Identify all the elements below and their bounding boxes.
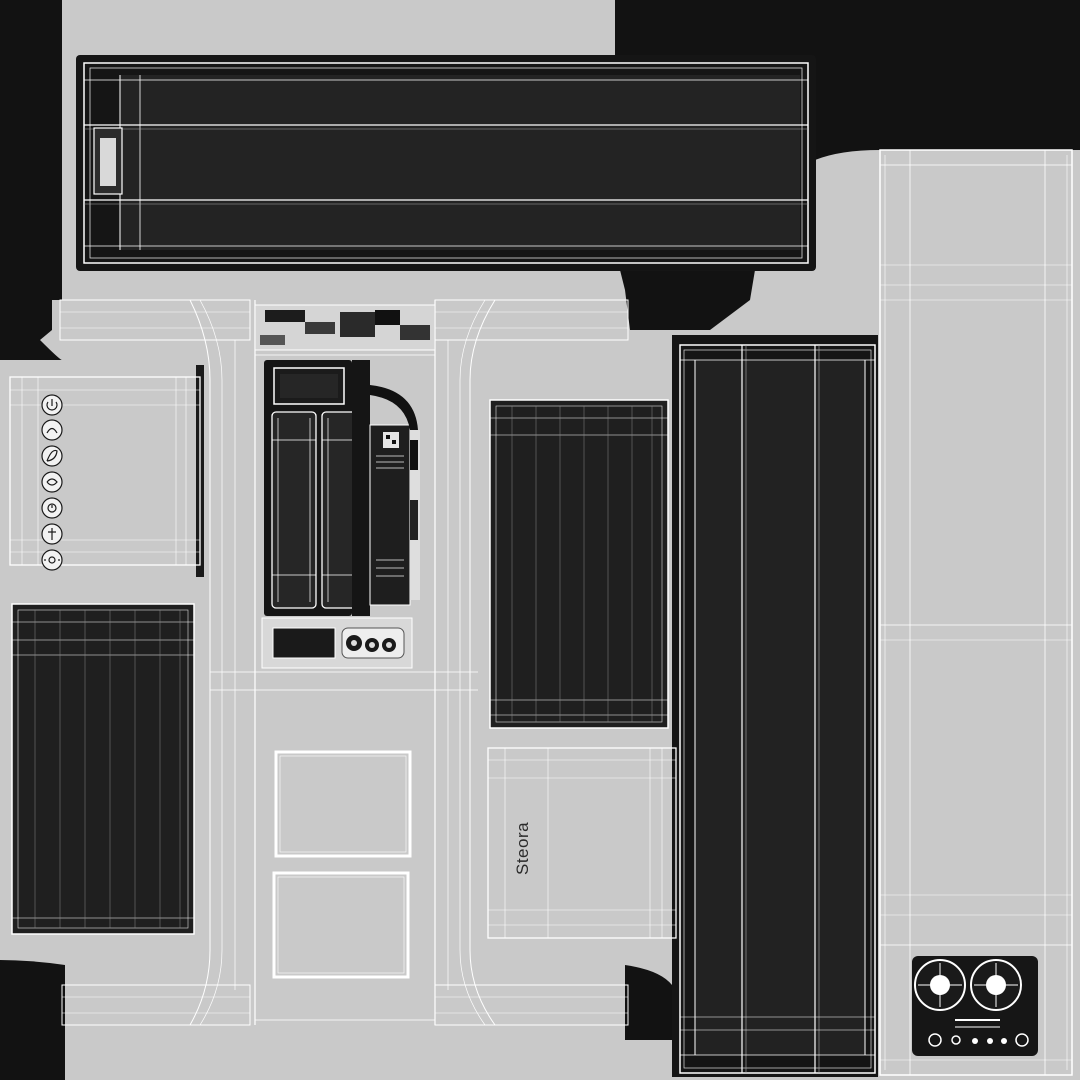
knob-icon	[1015, 1033, 1029, 1047]
right-side-panel	[879, 149, 1073, 1076]
speaker-grille-icon	[914, 959, 966, 1011]
brand-logo: Steora	[513, 822, 532, 875]
fan-icon	[41, 471, 63, 493]
display-icon	[272, 627, 336, 659]
lower-panels	[272, 750, 412, 979]
center-grille-panel	[489, 399, 669, 729]
knob-icon	[951, 1035, 961, 1045]
top-front-panel	[76, 55, 816, 271]
device-label-panel	[261, 617, 413, 669]
knob-icon	[928, 1033, 942, 1047]
left-grille-panel	[11, 603, 195, 935]
center-frame-unwrap	[59, 299, 629, 1026]
sun-icon	[41, 549, 63, 571]
mode-icon	[41, 419, 63, 441]
top-vent-strip	[254, 304, 436, 351]
brand-side-panel: Steora	[487, 747, 677, 939]
right-front-panel	[672, 335, 878, 1077]
control-unit	[264, 360, 420, 616]
eco-icon	[41, 445, 63, 467]
speaker-grille-icon	[970, 959, 1022, 1011]
left-side-panel	[9, 365, 204, 577]
speaker-unit	[912, 956, 1038, 1056]
